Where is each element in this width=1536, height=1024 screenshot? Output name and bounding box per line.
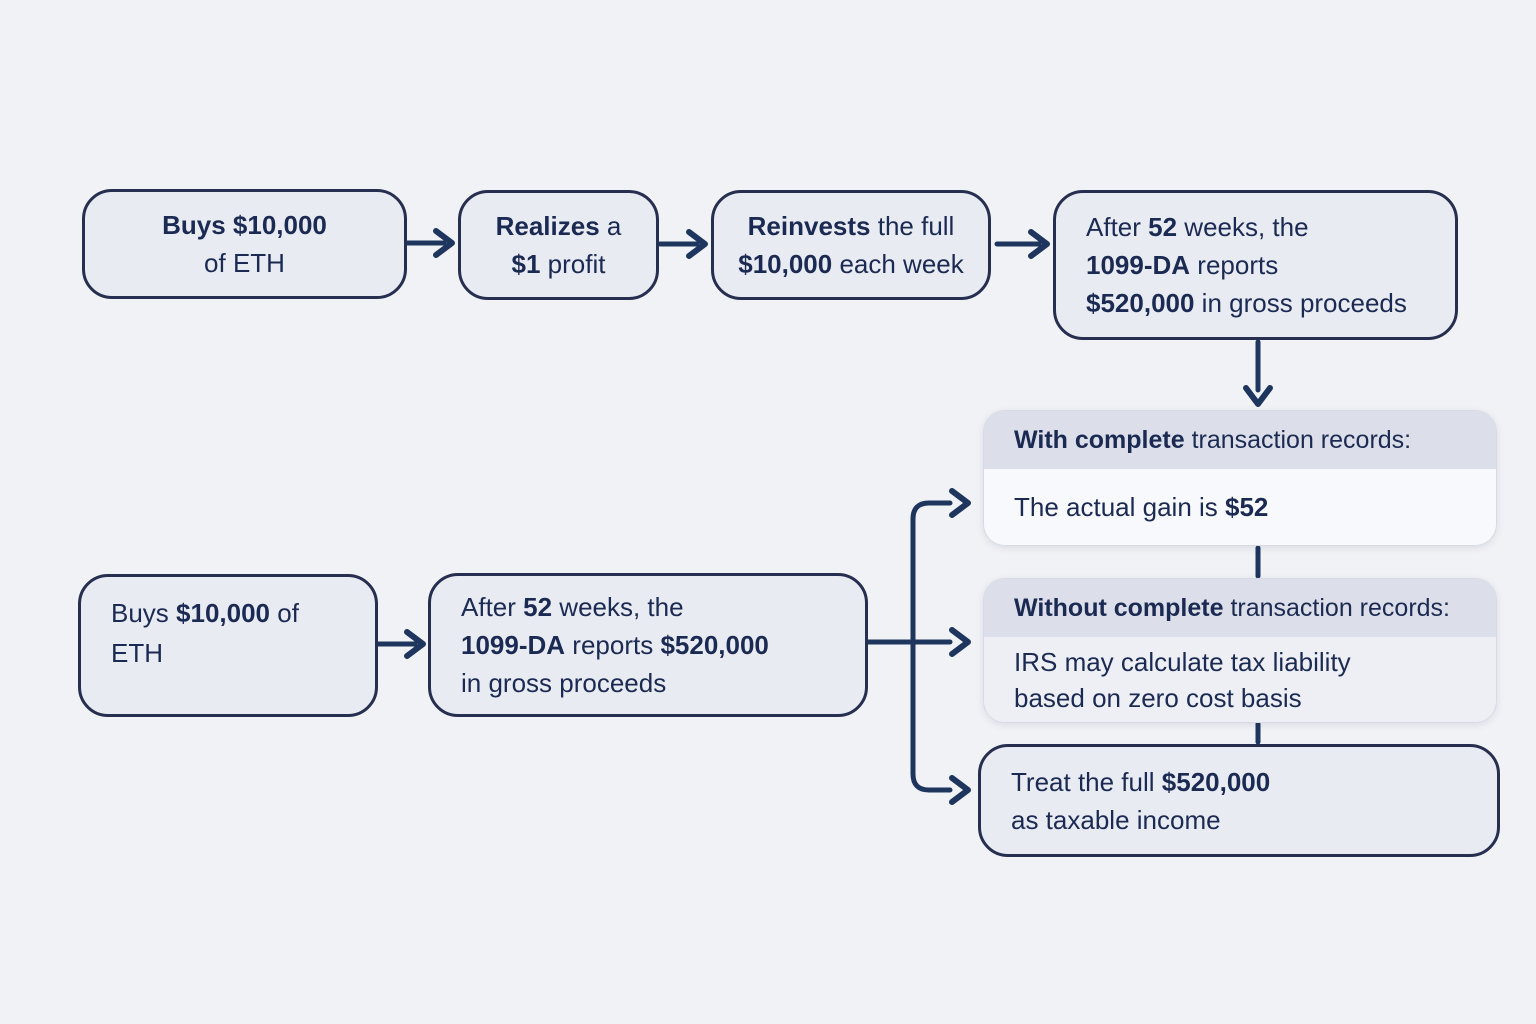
card-with-complete-records-body: The actual gain is $52: [984, 469, 1496, 545]
arrowhead-buy-to-realize: [433, 228, 455, 258]
branch-down: [910, 639, 953, 793]
card-with-complete-records: With complete transaction records: The a…: [983, 410, 1497, 546]
card-without-complete-records: Without complete transaction records: IR…: [983, 578, 1497, 723]
box-top-realize-profit: Realizes a$1 profit: [458, 190, 659, 300]
arrowhead-reinvest-to-report: [1028, 229, 1050, 259]
arrowhead-buy2-to-report2: [404, 629, 426, 659]
arrowhead-realize-to-reinvest: [686, 229, 708, 259]
card-without-complete-records-header: Without complete transaction records:: [984, 579, 1496, 637]
arrowhead-branch-down: [949, 775, 971, 805]
card-with-complete-records-header: With complete transaction records:: [984, 411, 1496, 469]
box-top-reinvest: Reinvests the full$10,000 each week: [711, 190, 991, 300]
arrowhead-report-down: [1243, 385, 1273, 407]
arrowhead-branch-up: [949, 488, 971, 518]
arrowhead-branch-middle: [949, 627, 971, 657]
branch-up: [910, 500, 953, 645]
